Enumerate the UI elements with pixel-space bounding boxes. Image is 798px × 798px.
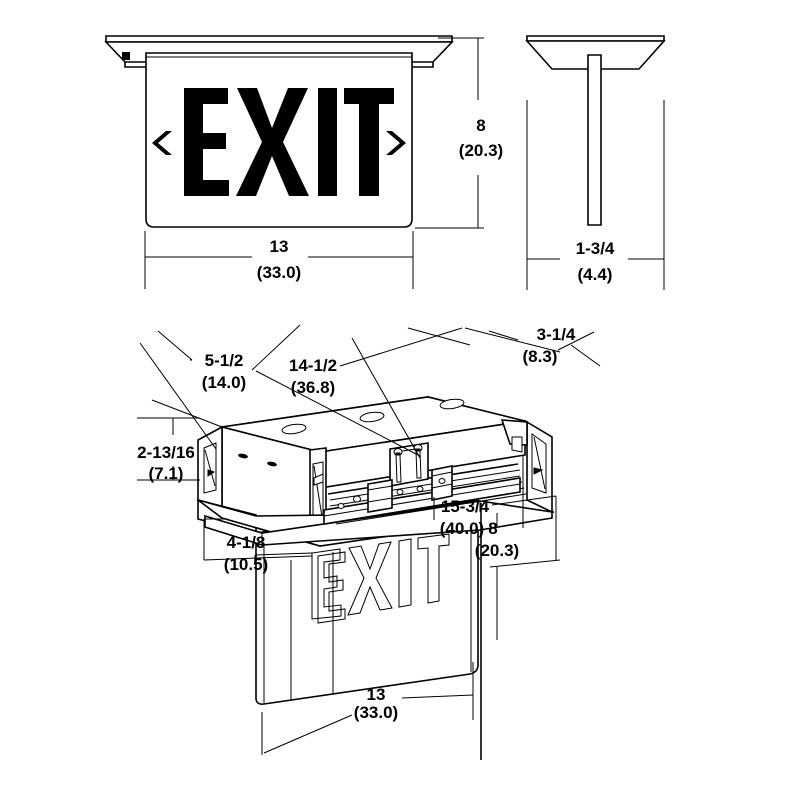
- dimension-flange-drop: 4-1/8 (10.5): [203, 518, 313, 574]
- right-chevron-icon: [386, 131, 406, 155]
- iso-construction-lines: [151, 324, 557, 700]
- dimension-housing-length: 14-1/2 (36.8): [289, 327, 561, 397]
- exit-legend-front: [152, 88, 406, 196]
- dim-13b-imperial: 13: [367, 685, 386, 704]
- sign-panel-side: [587, 54, 602, 226]
- dimension-face-width: 13 (33.0): [144, 231, 414, 289]
- dim-13b-metric: (33.0): [354, 703, 398, 722]
- mounting-bracket-right: [500, 419, 553, 514]
- dim-134-metric: (4.4): [578, 265, 613, 284]
- letter-X: [236, 88, 309, 196]
- dim-314-imperial: 3-1/4: [537, 325, 576, 344]
- dim-1412-metric: (36.8): [291, 378, 335, 397]
- iso-sign-panel: [255, 499, 479, 705]
- letter-E: [184, 88, 229, 196]
- dim-512-metric: (14.0): [202, 373, 246, 392]
- dim-1412-imperial: 14-1/2: [289, 356, 337, 375]
- side-elevation-view: 1-3/4 (4.4): [525, 35, 666, 290]
- slot-1: [238, 453, 248, 459]
- dimension-housing-depth: 5-1/2 (14.0): [139, 330, 421, 457]
- dimension-panel-height-iso: 8 (20.3): [475, 455, 561, 640]
- dim-8b-metric: (20.3): [475, 541, 519, 560]
- dim-21316-imperial: 2-13/16: [137, 443, 195, 462]
- dimension-housing-height: 2-13/16 (7.1): [137, 417, 200, 483]
- connector-4: [337, 503, 345, 509]
- fastener-square-icon: [122, 52, 130, 60]
- iso-exit-legend: [311, 533, 450, 624]
- letter-I: [318, 88, 337, 196]
- iso-internal-assembly: [323, 442, 527, 525]
- center-clamp-block: [367, 479, 393, 513]
- dim-418-metric: (10.5): [224, 555, 268, 574]
- dim-13-metric: (33.0): [257, 263, 301, 282]
- slot-2: [267, 461, 277, 467]
- dim-512-imperial: 5-1/2: [205, 351, 244, 370]
- dim-13-imperial: 13: [270, 237, 289, 256]
- isometric-assembly-view: 5-1/2 (14.0) 14-1/2 (36.8) 3-1/4 (8.3) 2…: [137, 324, 601, 760]
- front-elevation-view: 13 (33.0): [104, 35, 454, 289]
- right-clamp-block: [431, 465, 453, 501]
- dim-418-imperial: 4-1/8: [227, 533, 266, 552]
- connector-3: [416, 486, 424, 492]
- letter-T: [344, 88, 394, 196]
- left-chevron-icon: [152, 131, 172, 155]
- knockout-oval-1: [281, 423, 307, 435]
- dimension-panel-width-iso: 13 (33.0): [261, 662, 474, 755]
- dim-314-metric: (8.3): [523, 347, 558, 366]
- screw-post-1: [393, 448, 403, 483]
- connector-2: [396, 489, 404, 495]
- dimension-overall-width: 15-3/4 (40.0): [433, 495, 557, 760]
- dim-8-imperial: 8: [476, 116, 485, 135]
- knockout-oval-2: [359, 411, 385, 423]
- dim-8b-imperial: 8: [488, 519, 497, 538]
- dim-1534-imperial: 15-3/4: [441, 497, 490, 516]
- dimension-bracket-offset: 3-1/4 (8.3): [488, 325, 601, 367]
- dim-8-metric: (20.3): [459, 141, 503, 160]
- connector-1: [353, 495, 361, 503]
- dimension-face-height: 8 (20.3): [415, 37, 503, 229]
- mounting-bracket-left: [197, 425, 223, 520]
- dim-134-imperial: 1-3/4: [576, 239, 615, 258]
- dim-21316-metric: (7.1): [149, 464, 184, 483]
- knockout-oval-3: [439, 398, 465, 410]
- dimension-face-thickness: 1-3/4 (4.4): [527, 239, 664, 284]
- dim-1534-metric: (40.0): [440, 519, 484, 538]
